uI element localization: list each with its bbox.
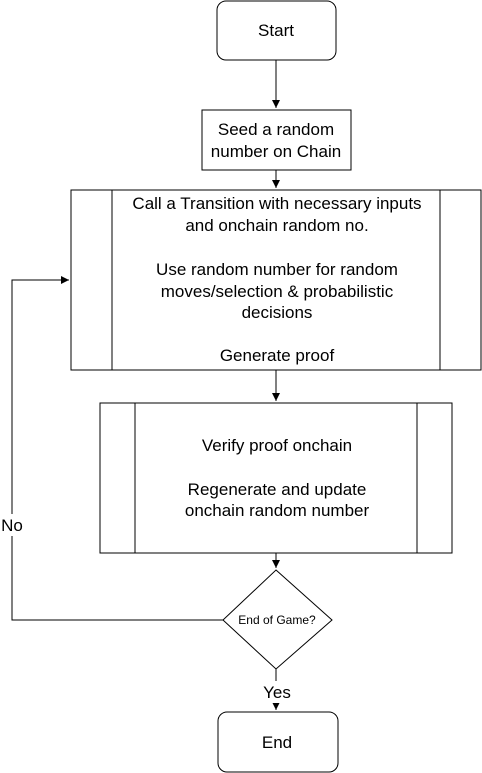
start-node: Start [216,0,337,61]
end-label: End [262,733,292,752]
transition-process-node: Call a Transition with necessary inputs … [70,189,482,371]
decision-node: End of Game? [222,569,333,670]
transition-line-3: Use random number for random [156,260,398,279]
verify-line-3: onchain random number [185,501,370,520]
end-node: End [217,711,339,773]
edge-decision-no-loop [11,276,223,621]
no-edge-label: No [1,516,23,535]
seed-line-1: Seed a random [218,120,334,139]
yes-edge-label: Yes [263,683,291,702]
verify-line-2: Regenerate and update [188,480,367,499]
transition-line-2: and onchain random no. [185,216,368,235]
verify-process-node: Verify proof onchain Regenerate and upda… [99,402,453,554]
seed-node: Seed a random number on Chain [201,109,352,171]
start-label: Start [258,21,294,40]
decision-label: End of Game? [238,613,316,627]
transition-line-6: Generate proof [220,346,335,365]
verify-line-1: Verify proof onchain [202,436,352,455]
transition-line-4: moves/selection & probabilistic [161,282,394,301]
transition-line-1: Call a Transition with necessary inputs [132,194,421,213]
transition-line-5: decisions [242,303,313,322]
seed-line-2: number on Chain [211,142,341,161]
